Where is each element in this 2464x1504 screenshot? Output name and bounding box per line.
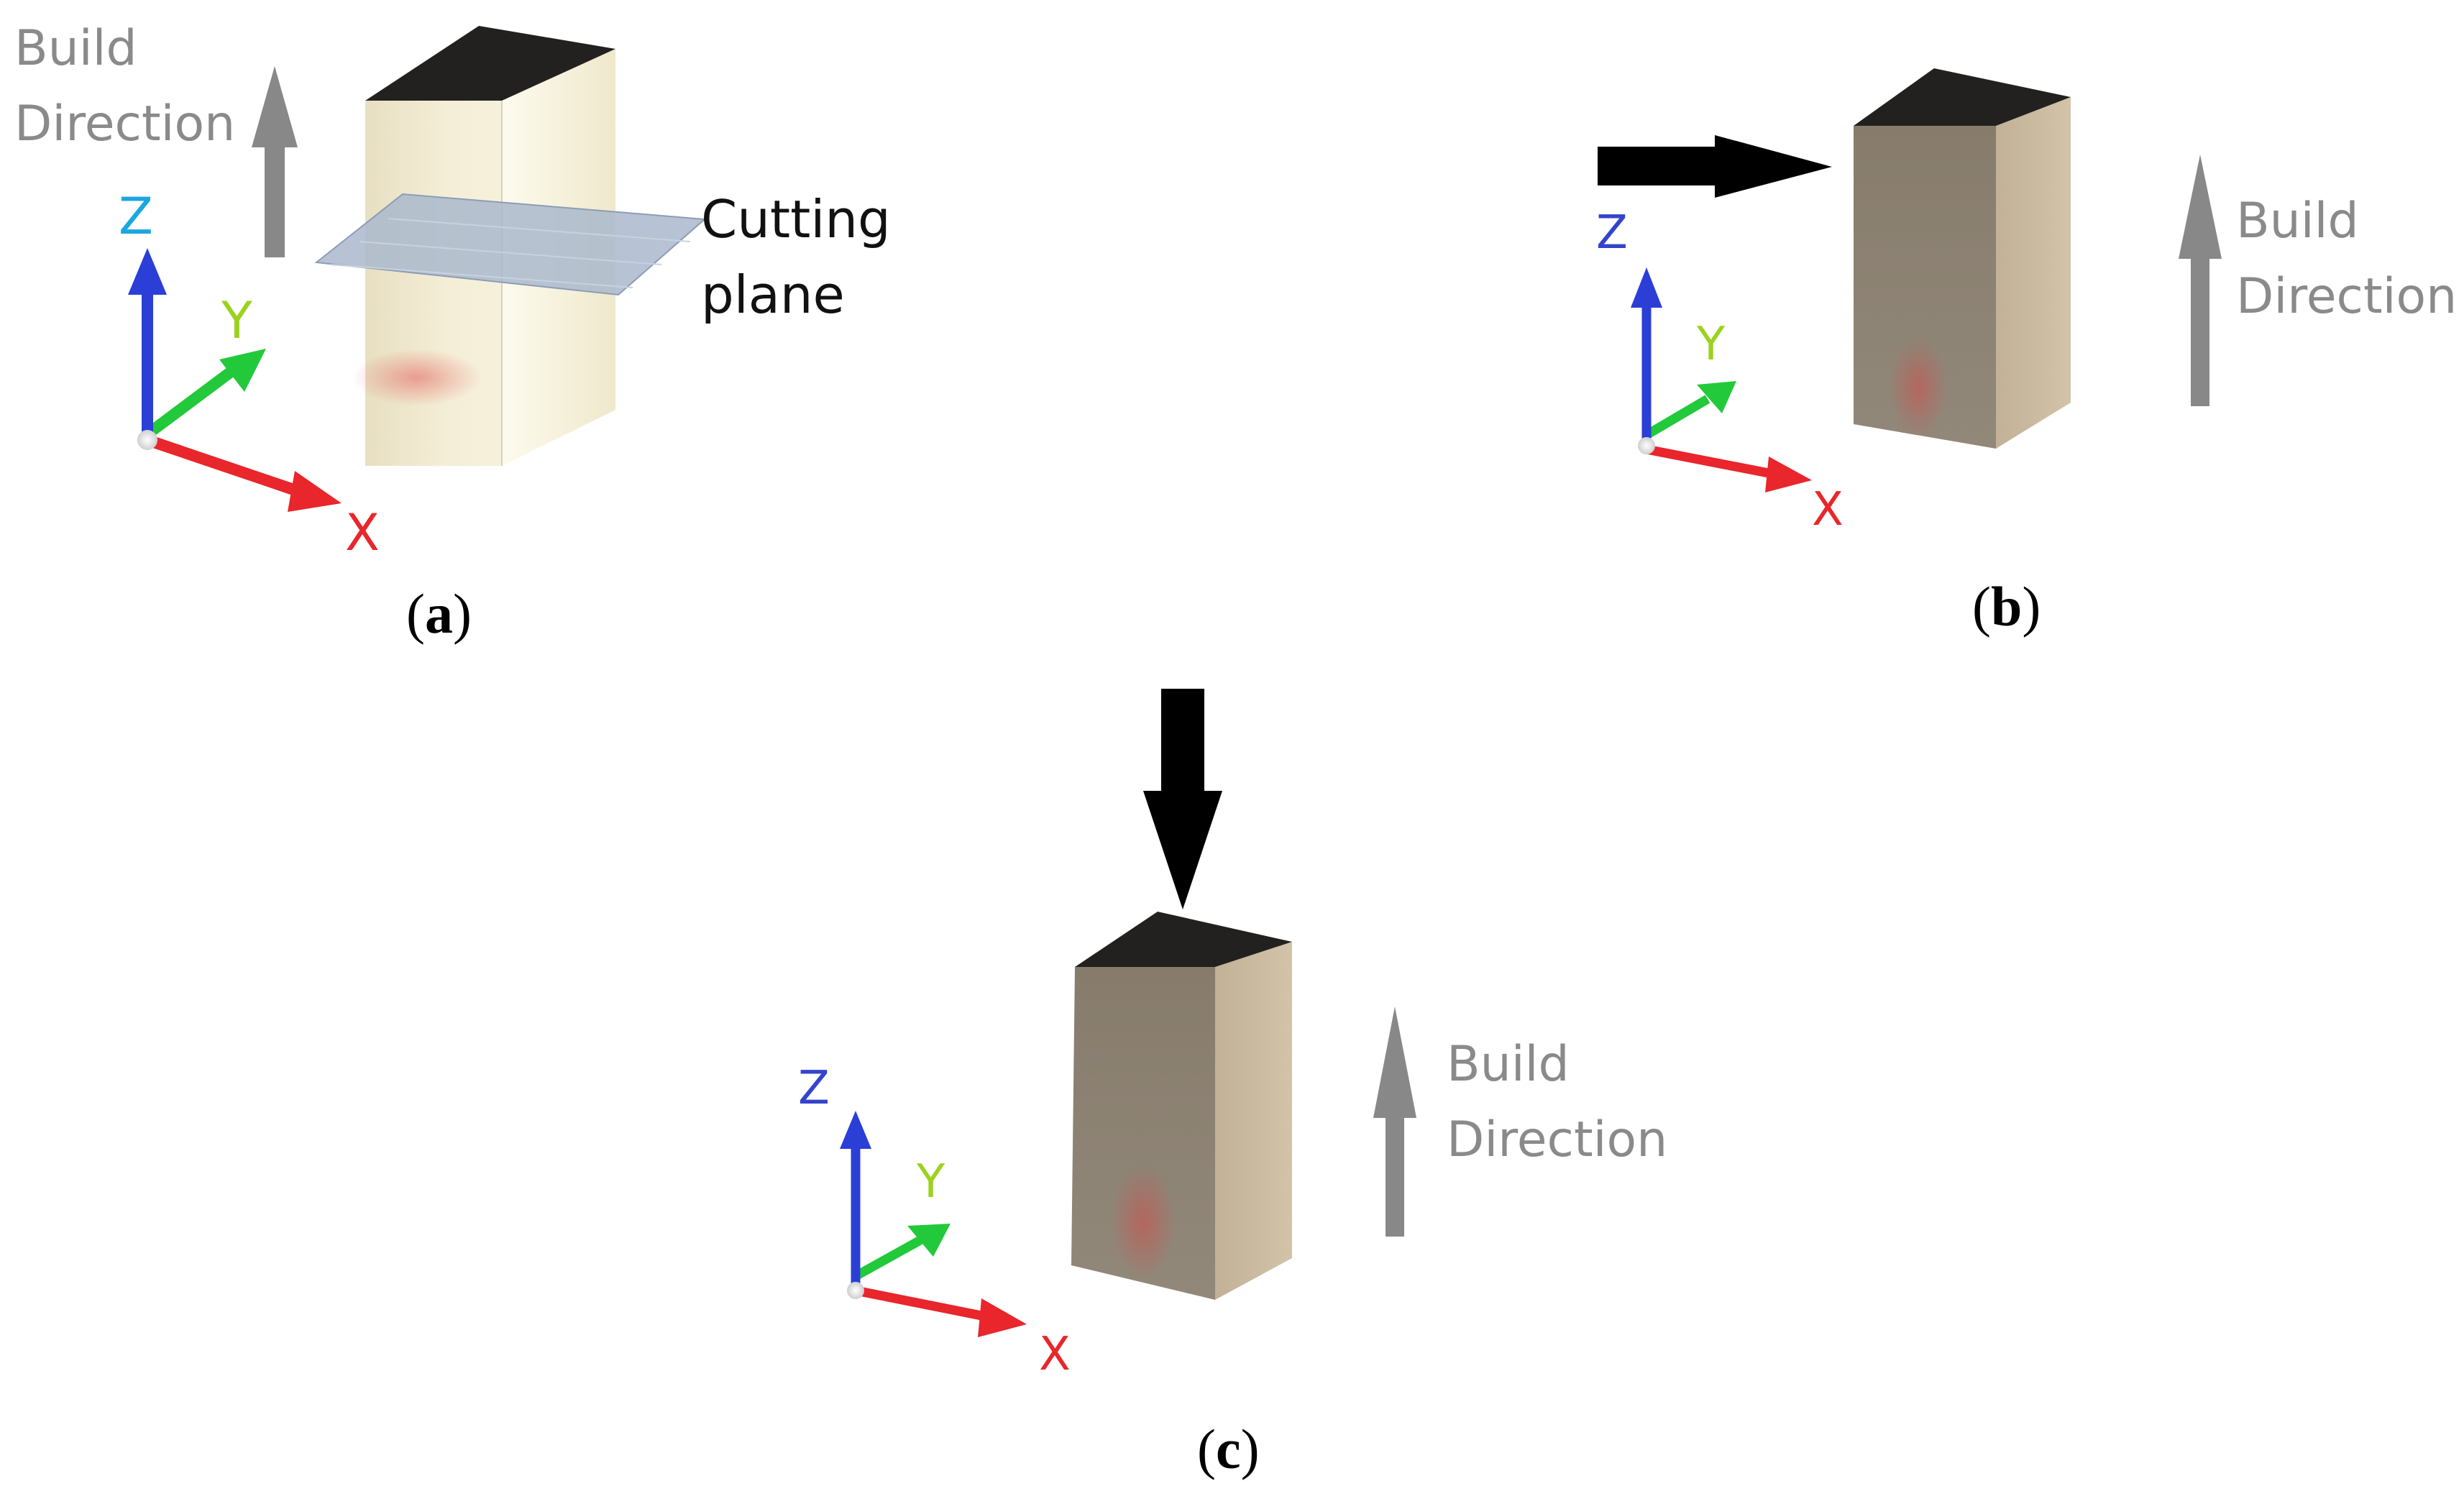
x-axis xyxy=(145,434,304,498)
coordinate-axes xyxy=(128,248,342,512)
x-axis-label: X xyxy=(1039,1328,1071,1381)
z-axis-label: Z xyxy=(119,187,153,246)
axes-origin xyxy=(847,1282,864,1299)
z-axis-label: Z xyxy=(1596,206,1628,260)
block-front-face xyxy=(1854,126,1996,449)
y-axis-label: Y xyxy=(221,291,252,350)
x-axis xyxy=(854,1285,990,1322)
build-direction-label-line1: Build xyxy=(2236,193,2359,249)
y-axis-arrowhead xyxy=(907,1224,951,1257)
block-side-face xyxy=(1996,97,2071,449)
block-front-face xyxy=(1071,967,1215,1300)
cutting-plane-label-line2: plane xyxy=(701,265,845,325)
panel-c: Build Direction Z Y X (c) xyxy=(798,689,1667,1480)
panel-a: Build Direction Cutting plane xyxy=(14,20,891,645)
y-axis-arrowhead xyxy=(219,349,266,392)
y-axis xyxy=(1644,395,1710,439)
build-direction-label-line2: Direction xyxy=(2236,268,2457,325)
load-arrow-vertical xyxy=(1143,689,1222,909)
x-axis-arrowhead xyxy=(288,471,342,512)
melt-pool-mark xyxy=(352,349,482,406)
melt-pool-mark xyxy=(1890,338,1947,439)
block-side-face xyxy=(1215,942,1292,1300)
coordinate-axes xyxy=(840,1111,1027,1337)
x-axis-arrowhead xyxy=(1765,457,1812,492)
axes-origin xyxy=(137,430,157,450)
y-axis xyxy=(144,367,234,439)
y-axis-label: Y xyxy=(916,1155,945,1209)
block-top-face xyxy=(1854,68,2071,126)
load-arrow-horizontal xyxy=(1598,135,1832,198)
x-axis-label: X xyxy=(1812,483,1844,536)
panel-c-caption: (c) xyxy=(1197,1418,1260,1480)
y-axis xyxy=(853,1236,923,1280)
specimen-block xyxy=(1071,912,1292,1300)
x-axis-arrowhead xyxy=(978,1298,1027,1337)
z-axis-label: Z xyxy=(798,1062,830,1115)
z-axis-arrowhead xyxy=(128,248,167,295)
block-top-face xyxy=(1075,912,1292,967)
panel-a-caption: (a) xyxy=(406,582,472,645)
cutting-plane-label-line1: Cutting xyxy=(701,189,891,249)
x-axis-label: X xyxy=(345,503,380,562)
cutting-plane xyxy=(314,193,707,296)
build-direction-label-line1: Build xyxy=(1447,1036,1570,1093)
coordinate-axes xyxy=(1631,267,1812,492)
z-axis-arrowhead xyxy=(840,1111,871,1149)
specimen-block xyxy=(1854,68,2071,449)
build-direction-label-line2: Direction xyxy=(14,96,235,152)
y-axis-label: Y xyxy=(1696,318,1726,371)
block-top-face xyxy=(365,26,615,101)
panel-b: Build Direction Z Y X (b) xyxy=(1596,68,2457,638)
build-direction-label-line1: Build xyxy=(14,20,137,77)
build-direction-arrow xyxy=(2179,155,2222,406)
build-direction-arrow xyxy=(1373,1007,1416,1237)
build-direction-label-line2: Direction xyxy=(1447,1111,1667,1168)
y-axis-arrowhead xyxy=(1697,381,1736,413)
x-axis xyxy=(1645,444,1777,480)
z-axis-arrowhead xyxy=(1631,267,1662,308)
panel-b-caption: (b) xyxy=(1972,575,2041,638)
build-direction-arrow xyxy=(252,66,298,257)
block-front-face xyxy=(365,101,502,466)
axes-origin xyxy=(1638,437,1655,454)
melt-pool-mark xyxy=(1111,1165,1176,1280)
